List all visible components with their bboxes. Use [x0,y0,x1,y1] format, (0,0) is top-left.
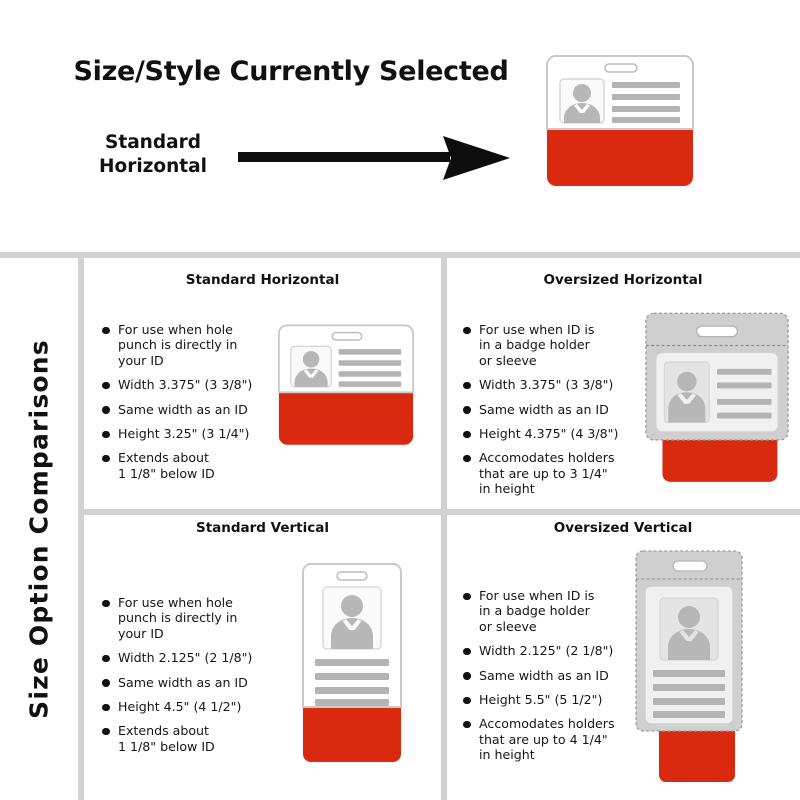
page-title: Size/Style Currently Selected [73,56,509,87]
badge-graphic-standard-vertical [302,563,402,763]
list-item: Accomodates holders that are up to 4 1/4… [463,716,638,762]
list-item: For use when hole punch is directly in y… [102,595,267,641]
list-item: Height 4.5" (4 1/2") [102,699,267,714]
divider-horizontal-middle [84,509,800,515]
list-item: For use when ID is in a badge holder or … [463,588,638,634]
badge-graphic-oversized-horizontal [643,310,791,492]
bullet-list-standard-vertical: For use when hole punch is directly in y… [102,595,267,763]
selected-badge-graphic [546,55,694,187]
badge-graphic-standard-horizontal [278,324,414,446]
panel-title-oversized-horizontal: Oversized Horizontal [543,272,703,288]
panel-standard-vertical: Standard Vertical For use when hole punc… [90,520,435,790]
bullet-list-oversized-vertical: For use when ID is in a badge holder or … [463,588,638,772]
list-item: For use when ID is in a badge holder or … [463,322,638,368]
panel-title-standard-horizontal: Standard Horizontal [185,272,340,288]
list-item: Same width as an ID [463,402,638,417]
divider-horizontal-main [0,252,800,258]
section-title-vertical: Size Option Comparisons [24,339,54,719]
selected-style-label: Standard Horizontal [99,132,207,177]
list-item: Same width as an ID [463,668,638,683]
panel-oversized-horizontal: Oversized Horizontal For use when ID is … [453,272,793,502]
bullet-list-standard-horizontal: For use when hole punch is directly in y… [102,322,267,490]
list-item: Height 4.375" (4 3/8") [463,426,638,441]
list-item: Extends about 1 1/8" below ID [102,723,267,754]
list-item: Extends about 1 1/8" below ID [102,450,267,481]
list-item: For use when hole punch is directly in y… [102,322,267,368]
list-item: Width 2.125" (2 1/8") [463,643,638,658]
panel-title-standard-vertical: Standard Vertical [195,520,330,536]
panel-oversized-vertical: Oversized Vertical For use when ID is in… [453,520,793,790]
divider-vertical-middle [441,258,447,800]
divider-vertical-left [78,258,84,800]
list-item: Accomodates holders that are up to 3 1/4… [463,450,638,496]
list-item: Height 3.25" (3 1/4") [102,426,267,441]
panel-title-oversized-vertical: Oversized Vertical [553,520,693,536]
side-label-container: Size Option Comparisons [0,258,78,800]
list-item: Width 3.375" (3 3/8") [463,377,638,392]
right-arrow-icon [238,130,510,186]
list-item: Height 5.5" (5 1/2") [463,692,638,707]
list-item: Same width as an ID [102,402,267,417]
bullet-list-oversized-horizontal: For use when ID is in a badge holder or … [463,322,638,506]
badge-graphic-oversized-vertical [633,548,751,798]
panel-standard-horizontal: Standard Horizontal For use when hole pu… [90,272,435,502]
list-item: Width 2.125" (2 1/8") [102,650,267,665]
list-item: Same width as an ID [102,675,267,690]
list-item: Width 3.375" (3 3/8") [102,377,267,392]
